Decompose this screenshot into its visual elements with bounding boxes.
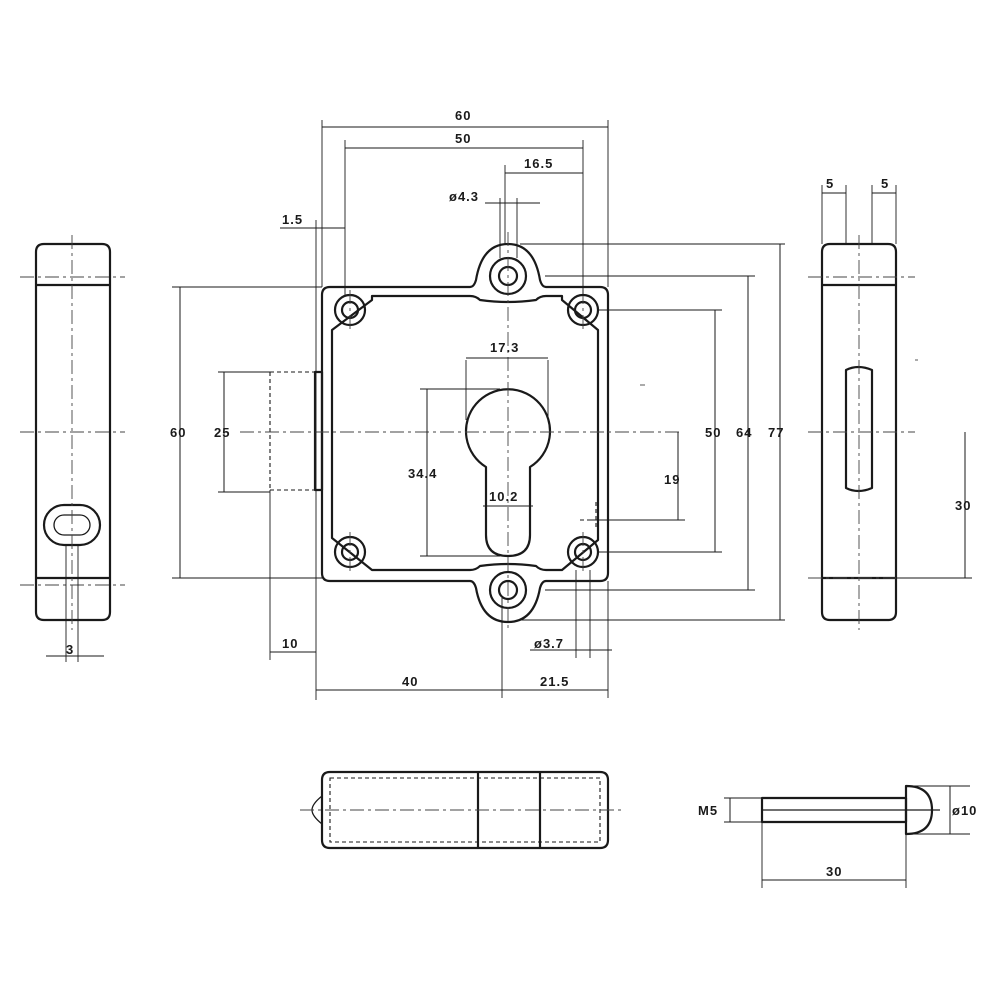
dim-screw-head-10: ø10 bbox=[952, 803, 977, 818]
dim-backset-40: 40 bbox=[402, 674, 418, 689]
dim-width-60: 60 bbox=[455, 108, 471, 123]
dim-edge-21-5: 21.5 bbox=[540, 674, 569, 689]
dim-height-64: 64 bbox=[736, 425, 752, 440]
dim-offset-16-5: 16.5 bbox=[524, 156, 553, 171]
front-dimensions: 60 50 16.5 ø4.3 1.5 17.3 34.4 10.2 60 bbox=[170, 108, 785, 700]
dim-height-60: 60 bbox=[170, 425, 186, 440]
dim-bolt-25: 25 bbox=[214, 425, 230, 440]
dim-right-top-5b: 5 bbox=[881, 176, 889, 191]
dim-bolt-offset-10: 10 bbox=[282, 636, 298, 651]
dim-screw-m5: M5 bbox=[698, 803, 718, 818]
dim-cylinder-34-4: 34.4 bbox=[408, 466, 437, 481]
bottom-view bbox=[300, 770, 625, 850]
dim-cylinder-10-2: 10.2 bbox=[489, 489, 518, 504]
dim-offset-19: 19 bbox=[664, 472, 680, 487]
right-side-view: 5 5 30 bbox=[808, 176, 972, 630]
dim-hole-spacing-50: 50 bbox=[705, 425, 721, 440]
screw-view: M5 ø10 30 bbox=[698, 784, 977, 888]
dim-hole-4-3: ø4.3 bbox=[449, 189, 479, 204]
dim-width-50: 50 bbox=[455, 131, 471, 146]
left-side-view: 3 bbox=[20, 235, 125, 662]
dim-hole-3-7: ø3.7 bbox=[534, 636, 564, 651]
dim-right-30: 30 bbox=[955, 498, 971, 513]
front-view bbox=[240, 232, 680, 632]
dim-right-top-5a: 5 bbox=[826, 176, 834, 191]
dim-screw-length-30: 30 bbox=[826, 864, 842, 879]
dim-height-77: 77 bbox=[768, 425, 784, 440]
dim-cylinder-17-3: 17.3 bbox=[490, 340, 519, 355]
dim-offset-1-5: 1.5 bbox=[282, 212, 303, 227]
dim-side-slot-3: 3 bbox=[66, 642, 74, 657]
